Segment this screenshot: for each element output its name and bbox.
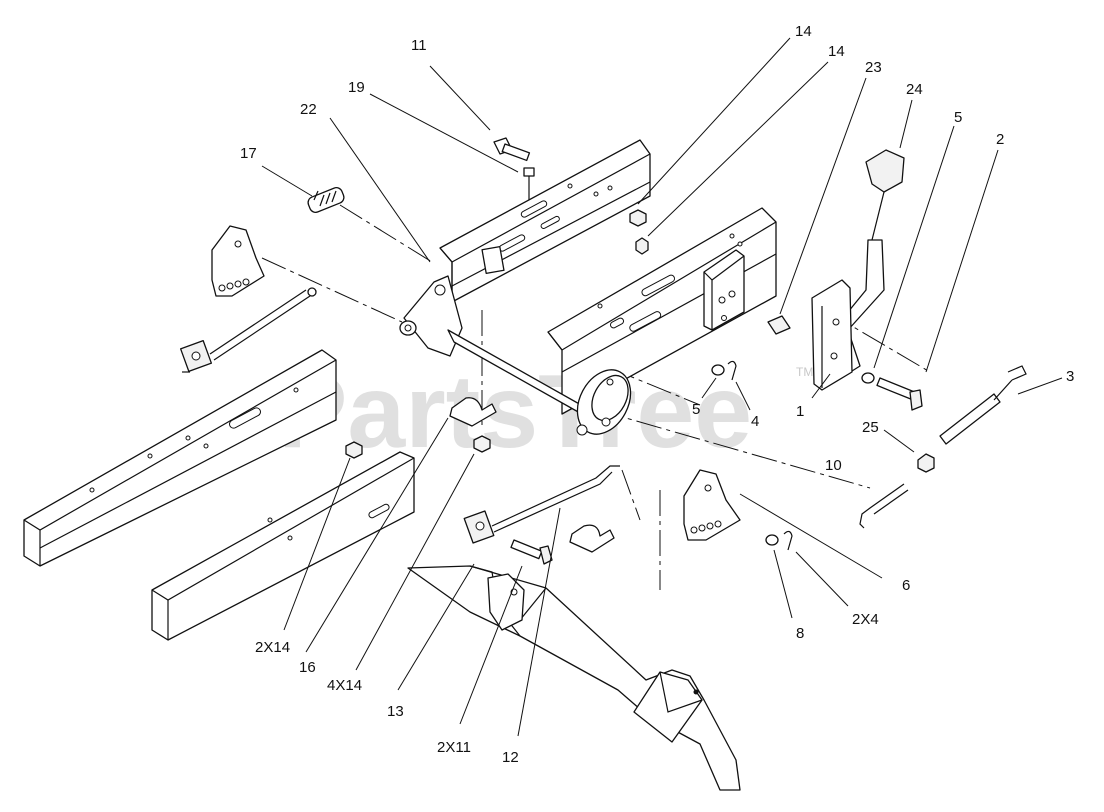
- nut-part-14-a: [629, 209, 647, 227]
- callout-19: 19: [348, 79, 365, 96]
- lift-bracket-left: [211, 225, 265, 297]
- disc-plate: [576, 369, 632, 436]
- screw-part-2: [876, 377, 923, 411]
- lift-bracket-part-6: [683, 469, 741, 541]
- callout-6: 6: [902, 577, 910, 594]
- clamp-part-16: [449, 397, 497, 427]
- leader-lines: [261, 37, 1063, 737]
- nut-part-2x14: [345, 441, 363, 459]
- watermark-trademark: TM: [796, 365, 813, 379]
- callout-2x4: 2X4: [852, 611, 879, 628]
- clamp-lower: [569, 524, 615, 553]
- knob-part-24: [865, 149, 905, 241]
- clip-part-2x4: [783, 530, 793, 551]
- callout-5-middle: 5: [692, 401, 700, 418]
- callout-labels: 11 19 22 17 14 14 23 24 5 2 3 5 4 1 25 1…: [240, 23, 1074, 766]
- left-frame-rail: [23, 349, 337, 567]
- callout-2x14: 2X14: [255, 639, 290, 656]
- right-frame-rail: [547, 207, 777, 415]
- rail-bracket: [703, 249, 745, 331]
- linkage-part-3: [939, 365, 1027, 445]
- callout-5-upper: 5: [954, 109, 962, 126]
- nut-part-4x14: [473, 435, 491, 453]
- link-rod-part-13: [463, 465, 620, 544]
- callout-3: 3: [1066, 368, 1074, 385]
- callout-4: 4: [751, 413, 759, 430]
- lever-part-1: [811, 239, 885, 391]
- washer-part-5-upper: [861, 372, 875, 384]
- bolt-part-11: [493, 137, 531, 162]
- callout-13: 13: [387, 703, 404, 720]
- callout-8: 8: [796, 625, 804, 642]
- callout-24: 24: [906, 81, 923, 98]
- left-tie-rod: [179, 287, 317, 373]
- callout-17: 17: [240, 145, 257, 162]
- rod-part-10: [859, 483, 909, 529]
- callout-10: 10: [825, 457, 842, 474]
- callout-14-a: 14: [795, 23, 812, 40]
- washer-part-5-middle: [711, 364, 725, 376]
- callout-16: 16: [299, 659, 316, 676]
- spring-part-17: [307, 187, 345, 213]
- callout-2x11: 2X11: [437, 739, 471, 756]
- washer-part-8: [765, 534, 779, 546]
- callout-14-b: 14: [828, 43, 845, 60]
- pivot-plate-part-22: [399, 275, 463, 357]
- nut-part-25: [917, 453, 935, 473]
- nut-part-14-b: [635, 237, 649, 255]
- bushing-part-23: [767, 315, 791, 335]
- bolt-part-2x11: [510, 539, 553, 565]
- callout-12: 12: [502, 749, 519, 766]
- callout-1: 1: [796, 403, 804, 420]
- callout-2: 2: [996, 131, 1004, 148]
- callout-23: 23: [865, 59, 882, 76]
- callout-11: 11: [411, 37, 427, 54]
- callout-22: 22: [300, 101, 317, 118]
- deck-arm-part-12: [407, 565, 741, 791]
- callout-25: 25: [862, 419, 879, 436]
- callout-4x14: 4X14: [327, 677, 362, 694]
- clip-part-4: [727, 360, 737, 381]
- upper-rail: [439, 139, 651, 303]
